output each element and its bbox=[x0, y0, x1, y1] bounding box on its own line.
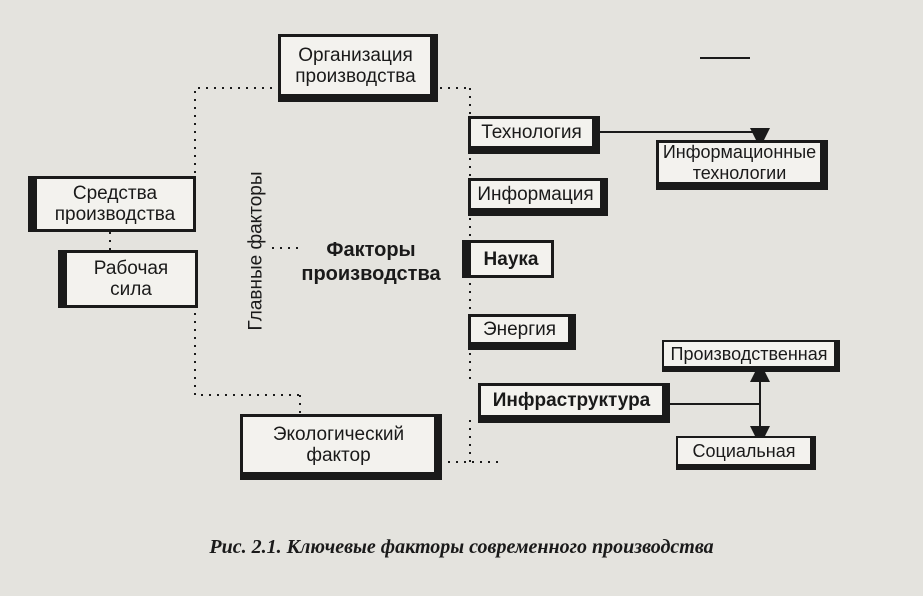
organization-box: Организация производства bbox=[278, 34, 438, 102]
figure-caption: Рис. 2.1. Ключевые факторы современного … bbox=[209, 536, 714, 558]
means-box: Средства производства bbox=[28, 176, 196, 232]
industrial-label: Производственная bbox=[670, 343, 828, 364]
energy-box: Энергия bbox=[468, 314, 576, 350]
science-label: Наука bbox=[483, 248, 539, 270]
it-label: Информационные технологии bbox=[662, 141, 817, 183]
industrial-box: Производственная bbox=[662, 340, 840, 372]
technology-box: Технология bbox=[468, 116, 600, 154]
energy-label: Энергия bbox=[482, 319, 557, 340]
labor-box: Рабочая сила bbox=[58, 250, 198, 308]
science-box: Наука bbox=[462, 240, 554, 278]
center-label: Факторы производства bbox=[301, 239, 441, 285]
labor-label: Рабочая сила bbox=[93, 258, 169, 300]
dotted-labor-bottom bbox=[194, 305, 300, 396]
eco-label: Экологический фактор bbox=[272, 423, 405, 466]
infrastructure-label: Инфраструктура bbox=[492, 390, 651, 411]
information-box: Информация bbox=[468, 178, 608, 216]
arrow-tech-to-it bbox=[598, 128, 770, 148]
technology-label: Технология bbox=[481, 122, 582, 143]
social-label: Социальная bbox=[692, 440, 796, 461]
information-label: Информация bbox=[477, 184, 594, 205]
it-box: Информационные технологии bbox=[656, 140, 828, 190]
social-box: Социальная bbox=[676, 436, 816, 470]
means-label: Средства производства bbox=[54, 183, 176, 225]
infrastructure-box: Инфраструктура bbox=[478, 383, 670, 423]
eco-box: Экологический фактор bbox=[240, 414, 442, 480]
main-factors-label: Главные факторы bbox=[245, 171, 266, 330]
organization-label: Организация производства bbox=[295, 44, 416, 87]
main-factors-label-wrap: Главные факторы bbox=[242, 138, 270, 363]
